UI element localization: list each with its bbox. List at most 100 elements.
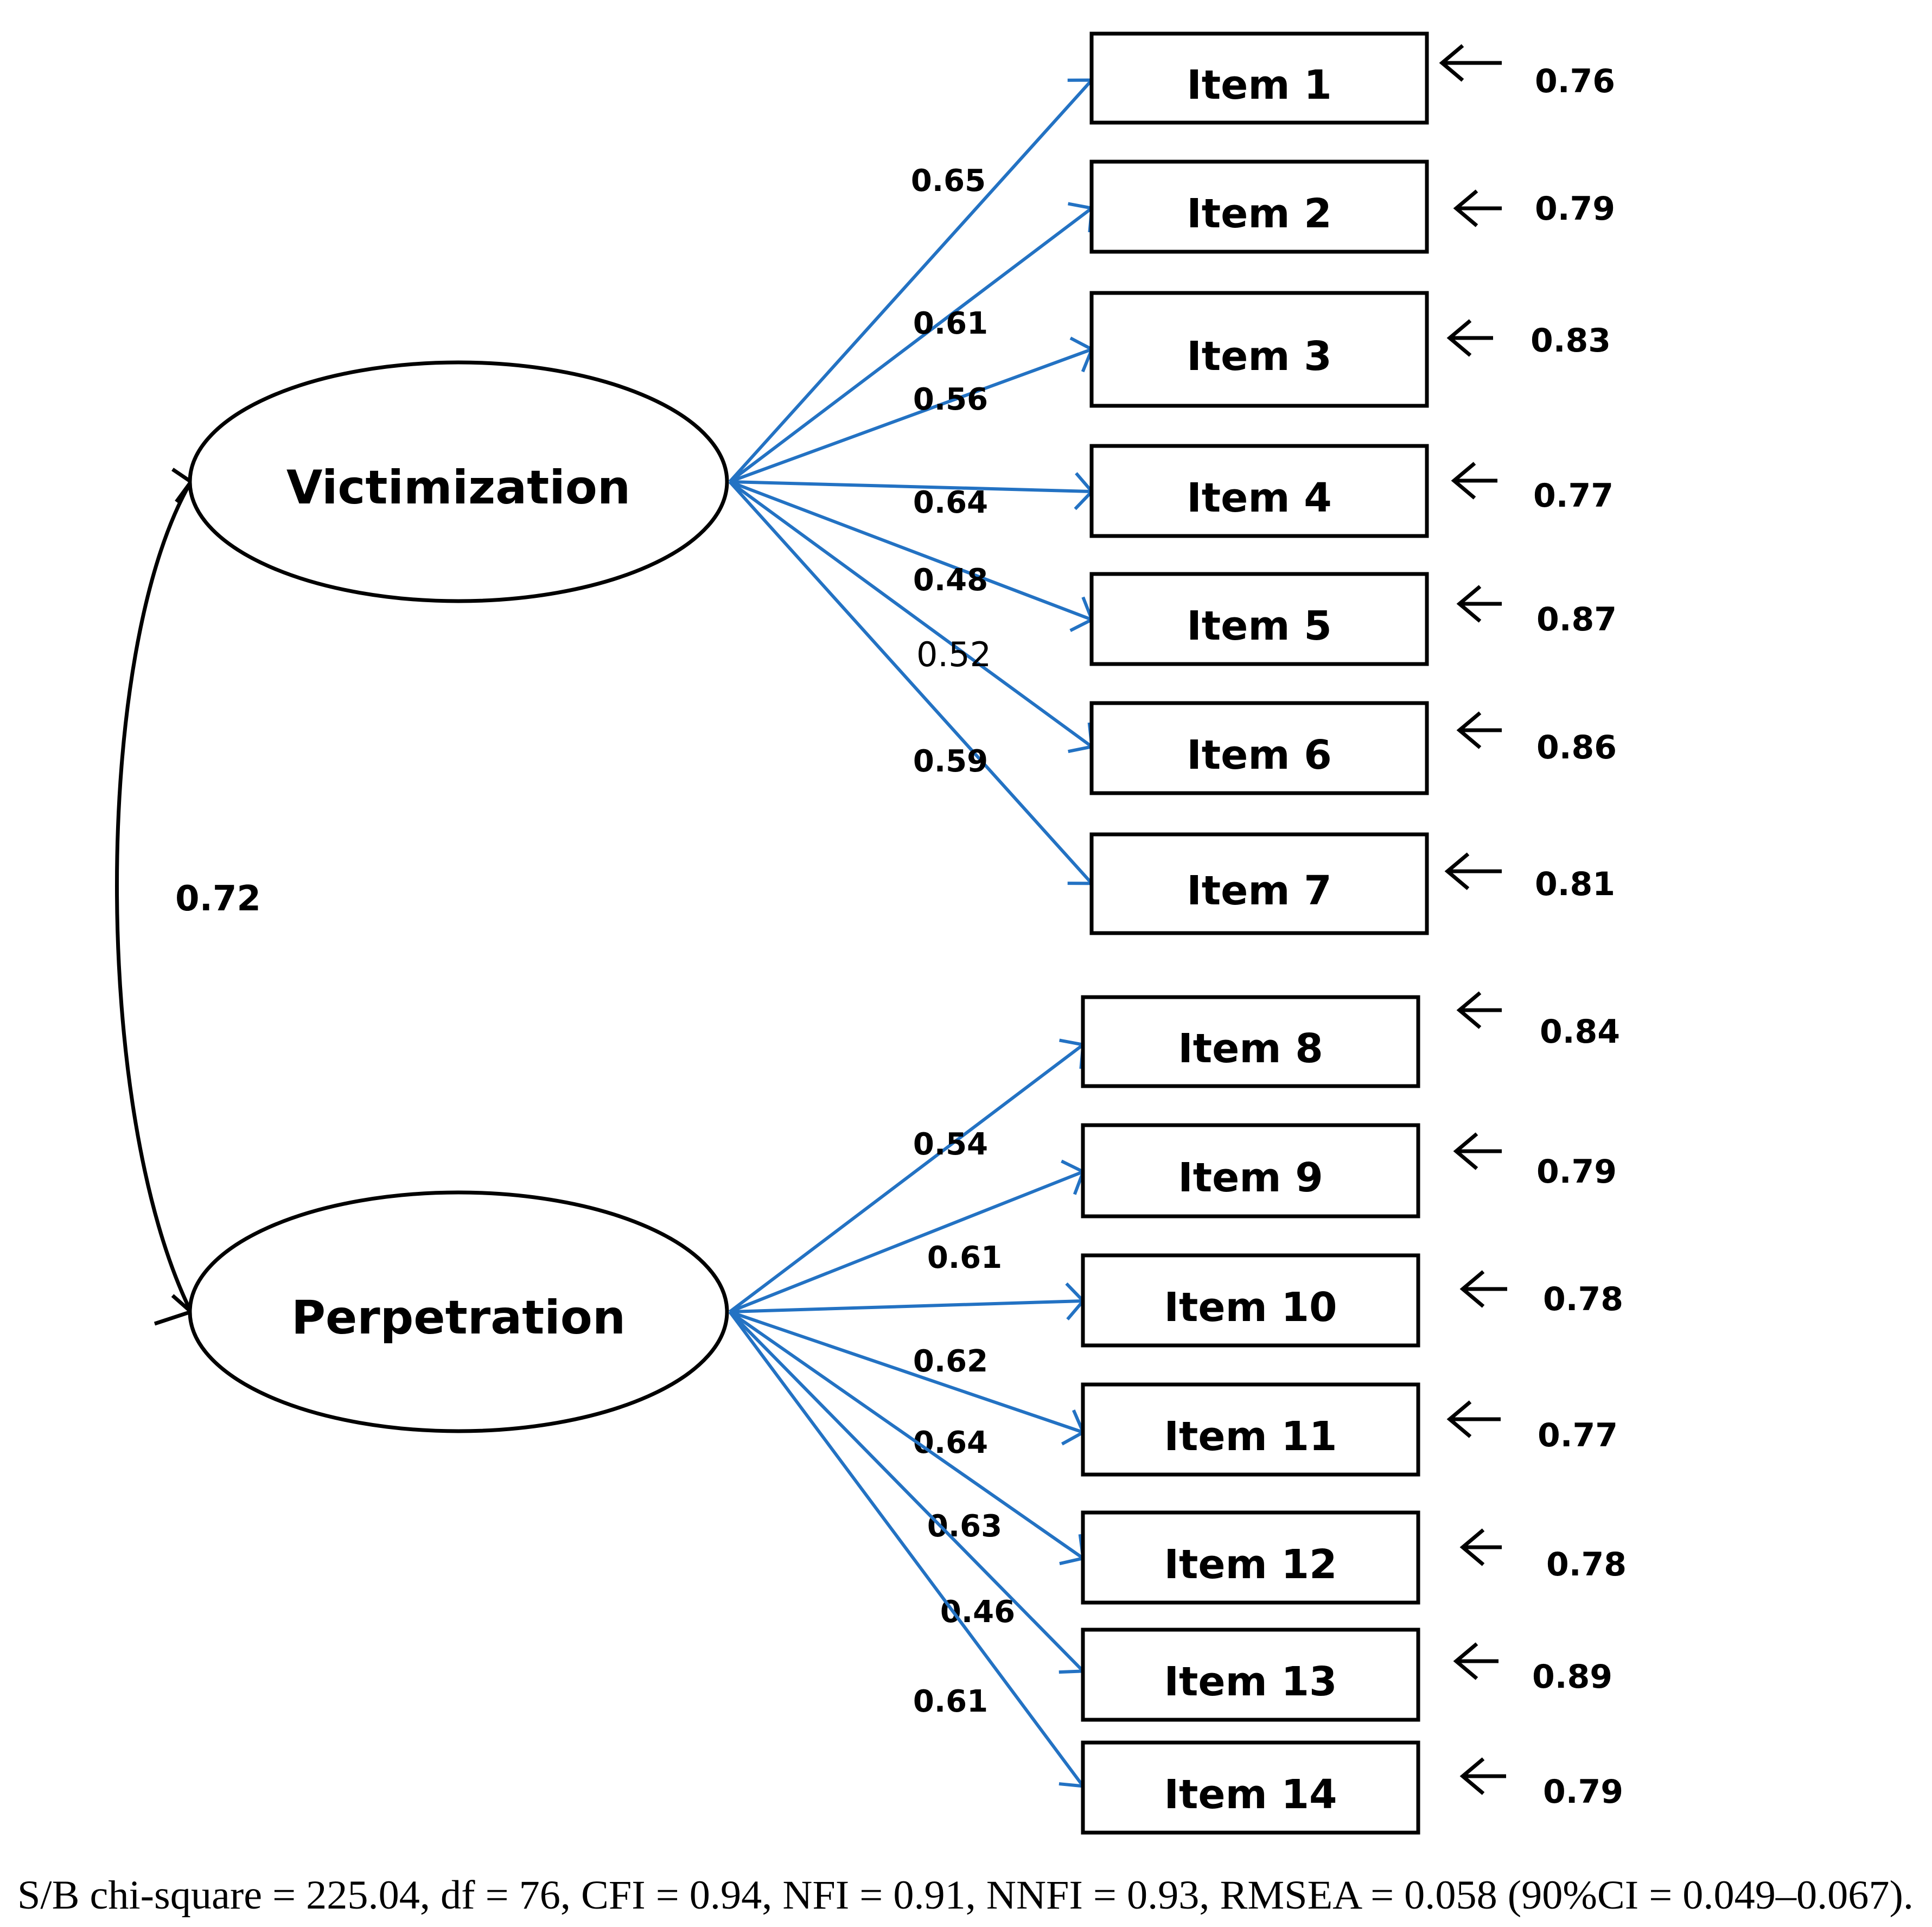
loading-path (729, 1038, 1085, 1313)
item-box (1081, 1740, 1420, 1835)
item-box (1089, 31, 1429, 125)
error-arrow-icon (1453, 189, 1502, 227)
error-variance-label: 0.77 (1538, 1416, 1618, 1454)
loading-path (728, 78, 1096, 483)
loading-label: 0.61 (913, 1684, 988, 1719)
item-box (1081, 1628, 1420, 1722)
item-box (1081, 1123, 1420, 1218)
item-label: Item 11 (1164, 1413, 1337, 1460)
error-arrow-icon (1451, 462, 1497, 500)
error-variance-label: 0.77 (1533, 477, 1614, 515)
item-7: Item 7 0.59 0.81 (728, 480, 1615, 935)
item-4: Item 4 0.64 0.77 (729, 444, 1614, 538)
error-variance-label: 0.81 (1535, 865, 1615, 903)
item-2: Item 2 0.61 0.79 (729, 159, 1615, 483)
error-arrow-icon (1456, 585, 1502, 623)
error-arrow-icon (1459, 1270, 1507, 1308)
loading-label: 0.61 (913, 306, 988, 341)
loading-path (729, 1310, 1086, 1446)
item-11: Item 11 0.64 0.77 (729, 1310, 1618, 1477)
loading-path (729, 1282, 1086, 1320)
factor-victimization: Victimization (188, 360, 729, 603)
error-arrow-icon (1446, 319, 1493, 357)
loading-label: 0.54 (913, 1127, 988, 1162)
error-variance-label: 0.83 (1531, 322, 1611, 360)
error-variance-label: 0.79 (1543, 1773, 1623, 1811)
error-arrow-icon (1459, 1757, 1506, 1795)
item-9: Item 9 0.61 0.79 (729, 1123, 1617, 1313)
loading-label: 0.65 (911, 163, 986, 199)
item-box (1089, 291, 1429, 408)
factor-label: Victimization (286, 461, 630, 515)
error-variance-label: 0.89 (1532, 1658, 1612, 1696)
item-label: Item 10 (1164, 1284, 1337, 1331)
item-label: Item 6 (1187, 732, 1331, 779)
error-arrow-icon (1446, 1400, 1501, 1438)
item-box (1089, 159, 1429, 254)
item-14: Item 14 0.61 0.79 (728, 1311, 1623, 1835)
loading-label: 0.64 (913, 485, 988, 520)
item-label: Item 3 (1187, 333, 1331, 380)
factor-ellipse (188, 360, 729, 603)
loading-path (728, 1310, 1086, 1674)
item-box (1081, 1382, 1420, 1477)
loading-path (729, 480, 1094, 754)
error-arrow-icon (1444, 852, 1502, 890)
item-label: Item 8 (1178, 1025, 1323, 1072)
error-arrow-icon (1453, 1132, 1502, 1170)
error-arrow-icon (1453, 1642, 1499, 1680)
item-label: Item 9 (1178, 1154, 1323, 1201)
item-label: Item 14 (1164, 1771, 1337, 1818)
item-label: Item 12 (1164, 1541, 1337, 1588)
factor-perpetration: Perpetration (188, 1190, 729, 1433)
item-box (1081, 1253, 1420, 1348)
loading-path (729, 336, 1094, 483)
item-10: Item 10 0.62 0.78 (729, 1253, 1623, 1379)
loading-path (729, 480, 1094, 633)
loading-path (729, 202, 1094, 483)
item-label: Item 7 (1187, 867, 1331, 914)
loading-path (728, 1311, 1089, 1788)
error-variance-label: 0.87 (1536, 601, 1617, 639)
fit-statistics-footnote: S/B chi-square = 225.04, df = 76, CFI = … (17, 1873, 1914, 1918)
loading-label: 0.61 (927, 1240, 1002, 1275)
error-variance-label: 0.78 (1543, 1280, 1623, 1318)
item-box (1081, 1510, 1420, 1605)
error-variance-label: 0.78 (1546, 1546, 1627, 1584)
loading-label: 0.62 (913, 1344, 988, 1379)
loading-label: 0.64 (913, 1425, 988, 1460)
loading-label: 0.59 (913, 744, 988, 779)
item-box (1081, 995, 1420, 1088)
item-3: Item 3 0.56 0.83 (729, 291, 1611, 483)
item-5: Item 5 0.48 0.87 (729, 480, 1617, 666)
loading-label: 0.56 (913, 382, 988, 417)
loading-label: 0.48 (913, 563, 988, 598)
item-label: Item 13 (1164, 1658, 1337, 1705)
item-6: Item 6 0.52 0.86 (729, 480, 1617, 795)
error-variance-label: 0.76 (1535, 62, 1615, 100)
loading-path (729, 1310, 1085, 1566)
item-box (1089, 832, 1429, 935)
error-variance-label: 0.79 (1536, 1153, 1617, 1191)
item-box (1089, 444, 1429, 538)
item-1: Item 1 0.65 0.76 (728, 31, 1615, 483)
item-box (1089, 701, 1429, 795)
item-label: Item 1 (1187, 62, 1331, 109)
error-arrow-icon (1439, 44, 1502, 82)
correlation-label: 0.72 (175, 879, 261, 919)
loading-path (729, 1159, 1086, 1313)
error-variance-label: 0.79 (1535, 190, 1615, 228)
item-label: Item 2 (1187, 190, 1331, 237)
loading-label: 0.52 (916, 635, 991, 674)
factor-correlation-path (115, 481, 193, 1313)
loading-path (728, 480, 1096, 885)
item-label: Item 4 (1187, 475, 1331, 521)
error-arrow-icon (1456, 991, 1502, 1029)
error-arrow-icon (1459, 1528, 1502, 1566)
error-variance-label: 0.84 (1540, 1013, 1620, 1051)
loading-label: 0.63 (927, 1509, 1002, 1544)
error-variance-label: 0.86 (1536, 729, 1617, 767)
item-label: Item 5 (1187, 603, 1331, 649)
